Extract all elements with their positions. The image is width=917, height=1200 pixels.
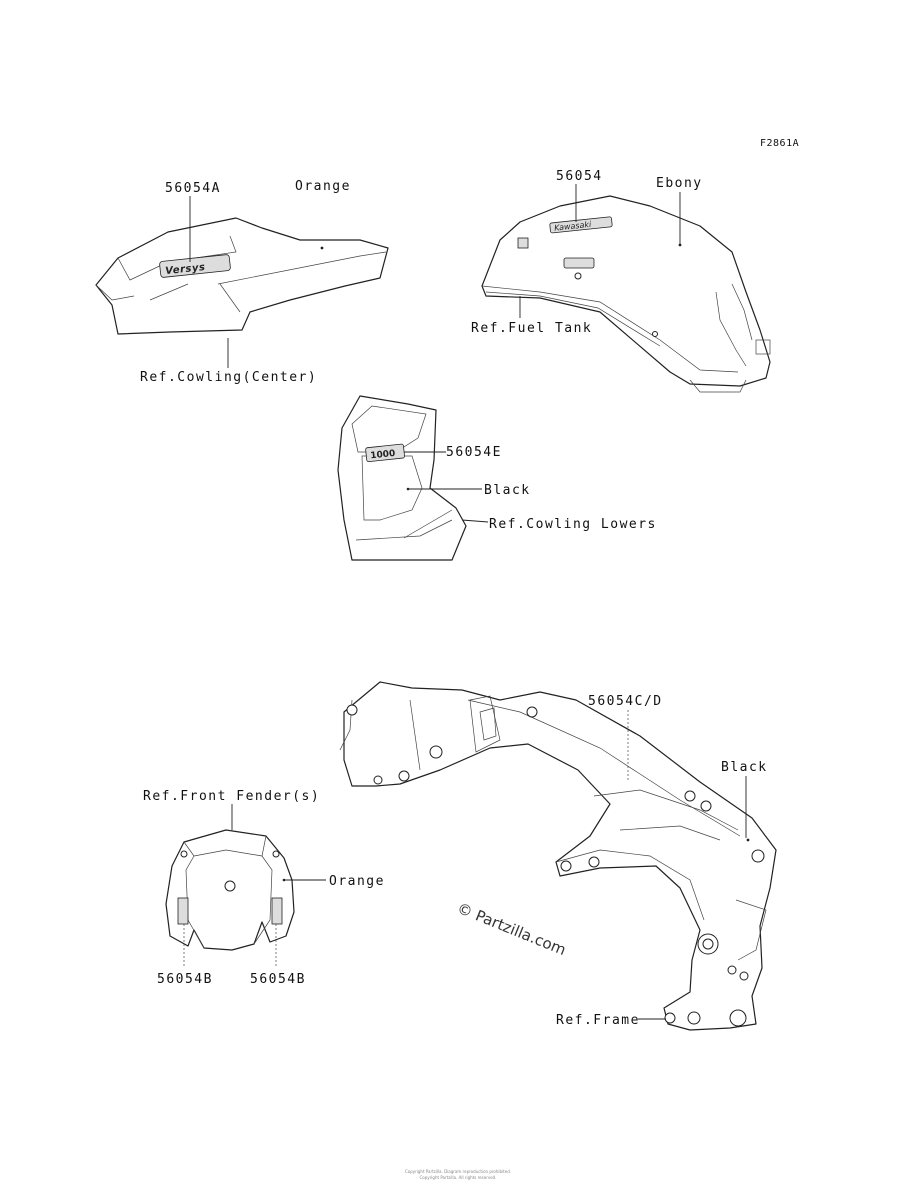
lower-cowl-decal-emblem: 1000 xyxy=(365,443,405,463)
footer-line-2: Copyright Partzilla. All rights reserved… xyxy=(420,1175,497,1180)
fuel-tank-part xyxy=(481,195,771,393)
ref-frame: Ref.Frame xyxy=(556,1013,640,1028)
ref-cowling-center: Ref.Cowling(Center) xyxy=(140,370,317,385)
figure-id: F2861A xyxy=(760,138,799,149)
leader-ref-cowling-lowers xyxy=(461,519,489,523)
color-label-black-frame: Black xyxy=(721,760,768,775)
part-number-56054B-left: 56054B xyxy=(157,972,213,987)
footer-line-1: Copyright Partzilla. Diagram reproductio… xyxy=(405,1169,511,1174)
part-number-56054B-right: 56054B xyxy=(250,972,306,987)
color-label-black-lowers: Black xyxy=(484,483,531,498)
color-label-orange-fender: Orange xyxy=(329,874,385,889)
part-number-56054: 56054 xyxy=(556,169,603,184)
cowling-center-part xyxy=(95,217,389,335)
svg-text:1000: 1000 xyxy=(370,449,396,462)
svg-text:Kawasaki: Kawasaki xyxy=(554,220,593,233)
ref-cowling-lowers: Ref.Cowling Lowers xyxy=(489,517,657,532)
versys-decal-emblem: Versys xyxy=(159,254,231,278)
front-fender-part xyxy=(165,829,295,951)
ref-front-fender: Ref.Front Fender(s) xyxy=(143,789,320,804)
svg-text:Versys: Versys xyxy=(165,262,206,277)
color-label-ebony: Ebony xyxy=(656,176,703,191)
partzilla-watermark: © Partzilla.com xyxy=(455,899,569,959)
cowling-lowers-part xyxy=(337,395,467,561)
frame-part xyxy=(339,681,777,1031)
part-number-56054A: 56054A xyxy=(165,181,221,196)
color-label-orange-cowling: Orange xyxy=(295,179,351,194)
ref-fuel-tank: Ref.Fuel Tank xyxy=(471,321,592,336)
part-number-56054E: 56054E xyxy=(446,445,502,460)
kawasaki-decal-emblem: Kawasaki xyxy=(549,216,613,234)
part-number-56054CD: 56054C/D xyxy=(588,694,663,709)
